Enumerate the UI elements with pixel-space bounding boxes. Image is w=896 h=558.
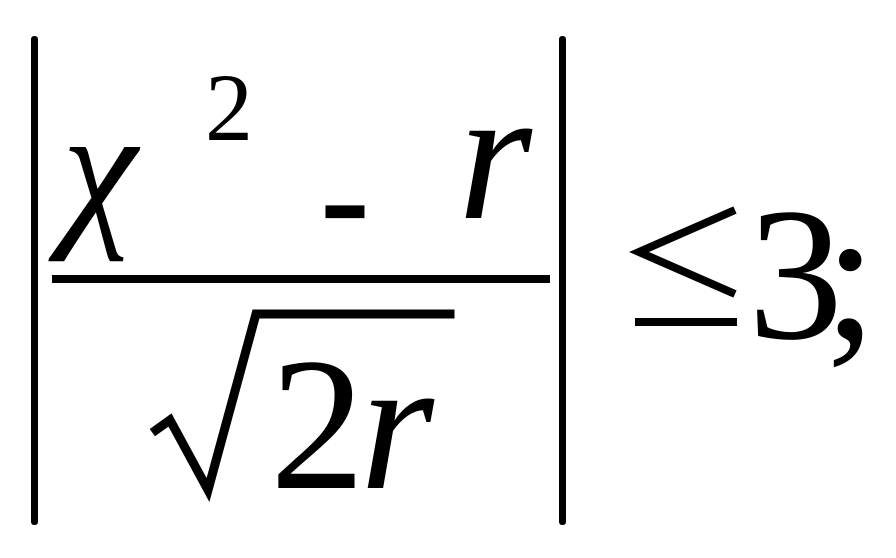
- numerator-variable: χ: [62, 74, 137, 262]
- denominator-coefficient: 2: [270, 320, 365, 530]
- square-root-symbol: [149, 309, 455, 502]
- absolute-value-bar-left: [31, 36, 38, 525]
- terminator: ;: [824, 170, 877, 380]
- fraction-line: [52, 275, 550, 283]
- bound-value: 3: [748, 170, 843, 380]
- less-than-or-equal-symbol: [629, 206, 737, 326]
- numerator-operator: -: [320, 114, 370, 280]
- numerator-term: r: [458, 50, 532, 260]
- absolute-value-bar-right: [559, 36, 566, 525]
- denominator-variable: r: [360, 320, 434, 530]
- numerator-exponent: 2: [205, 54, 253, 161]
